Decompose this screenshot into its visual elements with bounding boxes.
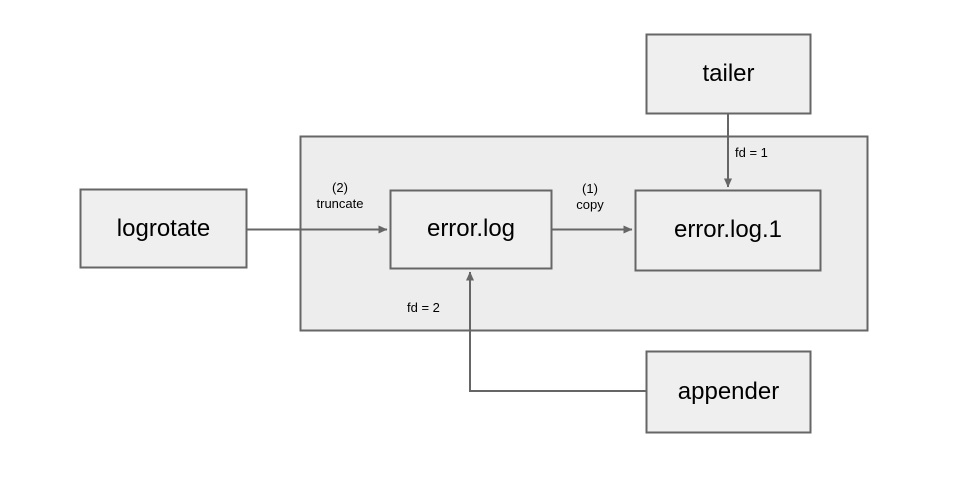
node-box-tailer[interactable] [645,33,812,115]
node-box-error-log[interactable] [389,189,553,270]
node-box-appender[interactable] [645,350,812,434]
edge-appender-fd [466,271,646,392]
node-box-error-log-1[interactable] [634,189,822,272]
node-box-logrotate[interactable] [79,188,248,269]
